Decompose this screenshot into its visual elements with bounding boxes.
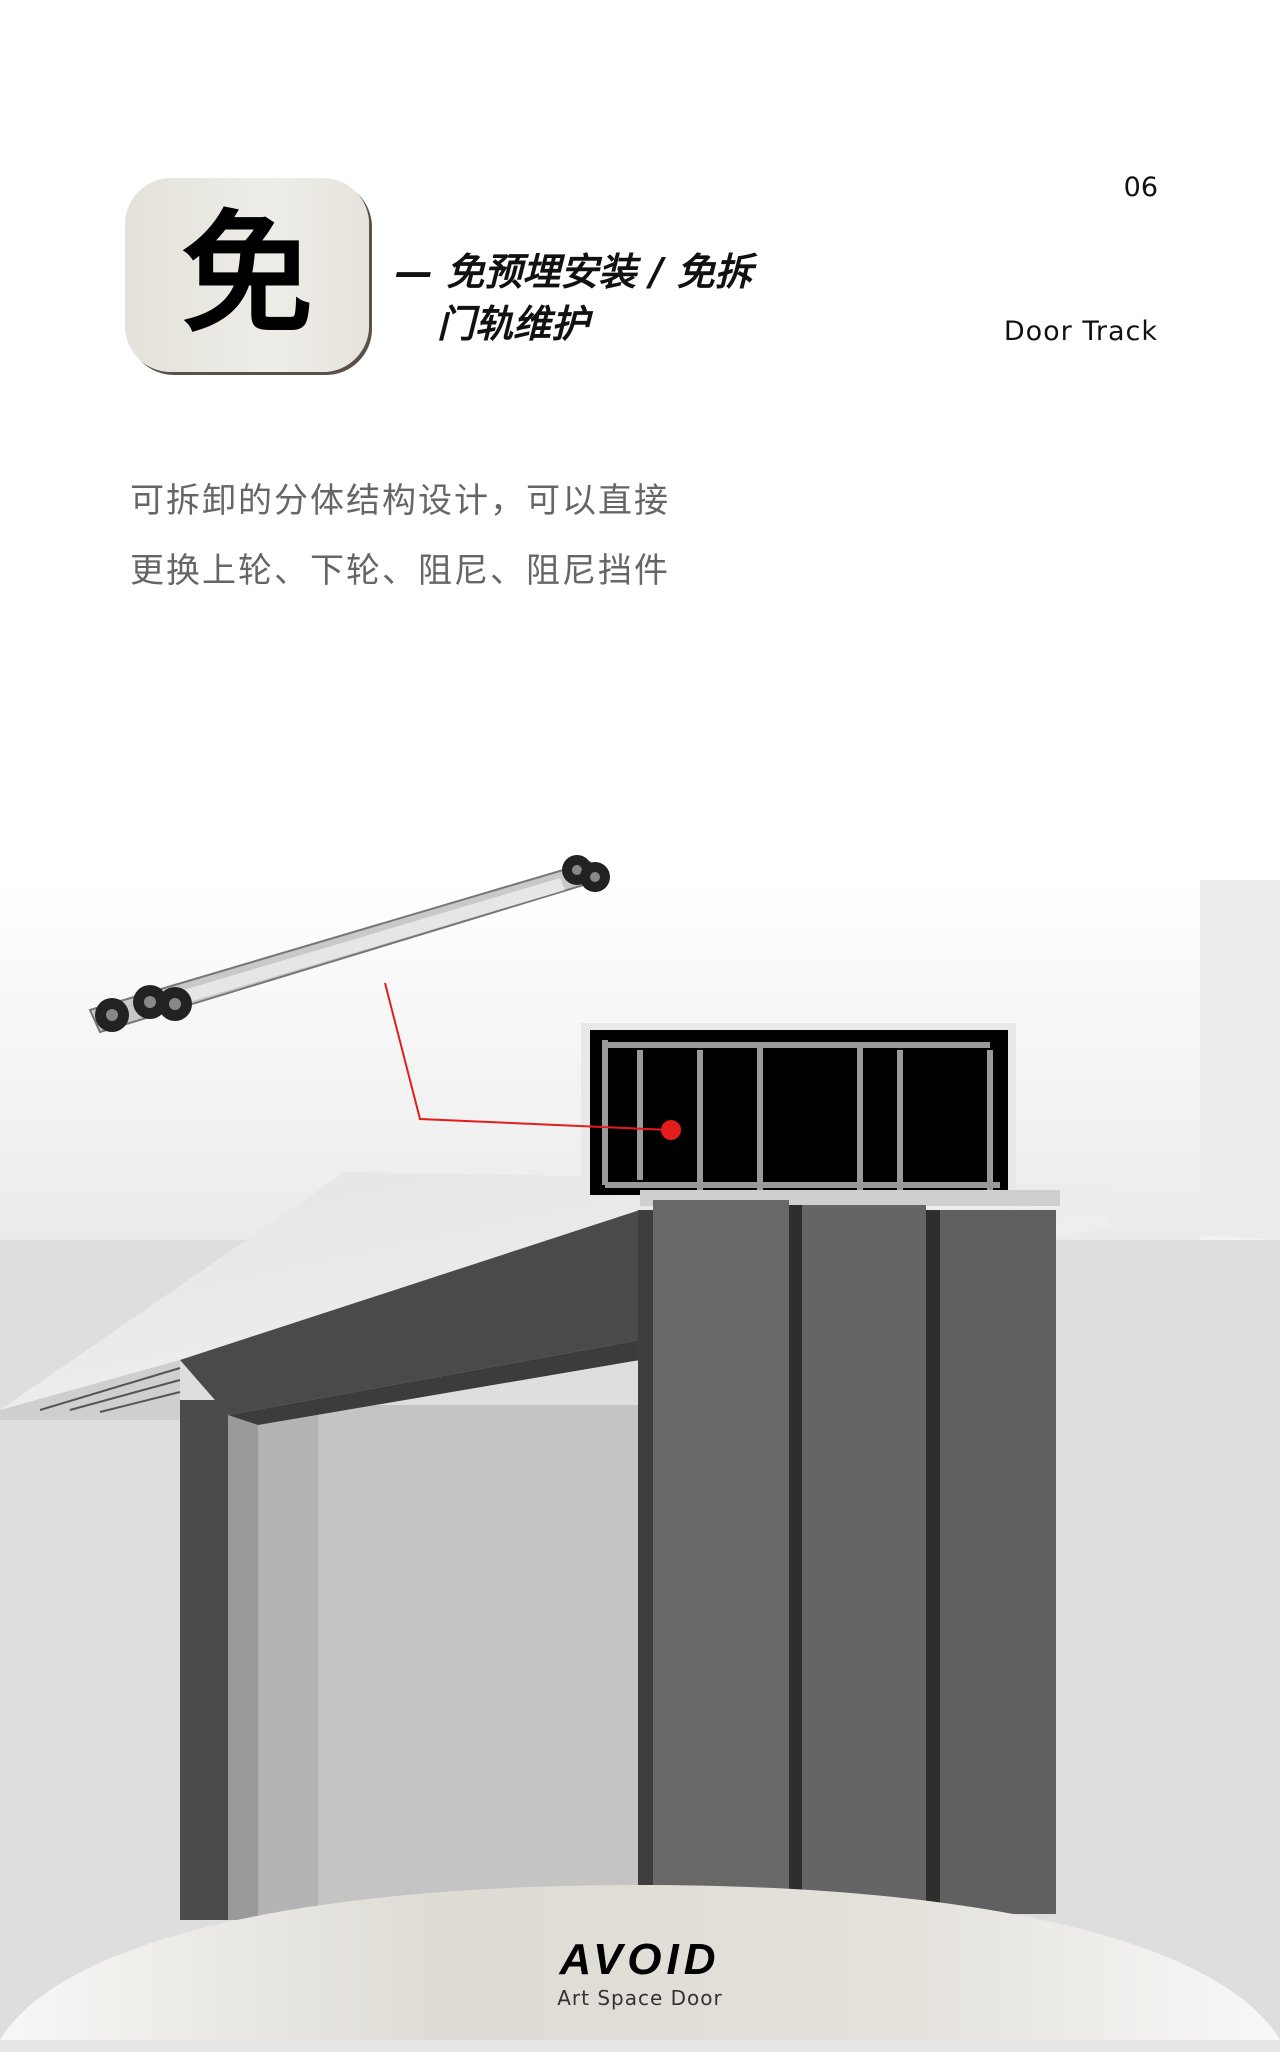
badge-char: 免	[181, 198, 313, 352]
callout-line	[384, 982, 671, 1131]
brand-tagline: Art Space Door	[557, 1986, 723, 2010]
door-panel	[802, 1205, 926, 1914]
badge: 免	[125, 178, 369, 372]
section-subtitle: Door Track	[1003, 316, 1158, 347]
title-line-1: — 免预埋安装 / 免拆	[395, 250, 753, 294]
door-panel	[653, 1200, 789, 1914]
footer-arch	[0, 1885, 1280, 2040]
page-title: — 免预埋安装 / 免拆 门轨维护	[395, 246, 753, 350]
door-panel	[940, 1210, 1056, 1914]
roller-carriage	[88, 855, 610, 1034]
title-line-2: 门轨维护	[437, 302, 590, 346]
track-profile	[590, 1030, 1008, 1195]
description-line-1: 可拆卸的分体结构设计，可以直接	[130, 481, 670, 521]
page-number: 06	[1123, 172, 1158, 203]
brand-logo: AVOID	[559, 1935, 721, 1984]
door-frame	[180, 1210, 640, 1415]
description-line-2: 更换上轮、下轮、阻尼、阻尼挡件	[130, 551, 670, 591]
callout-dot	[661, 1120, 681, 1140]
description: 可拆卸的分体结构设计，可以直接 更换上轮、下轮、阻尼、阻尼挡件	[130, 466, 670, 606]
